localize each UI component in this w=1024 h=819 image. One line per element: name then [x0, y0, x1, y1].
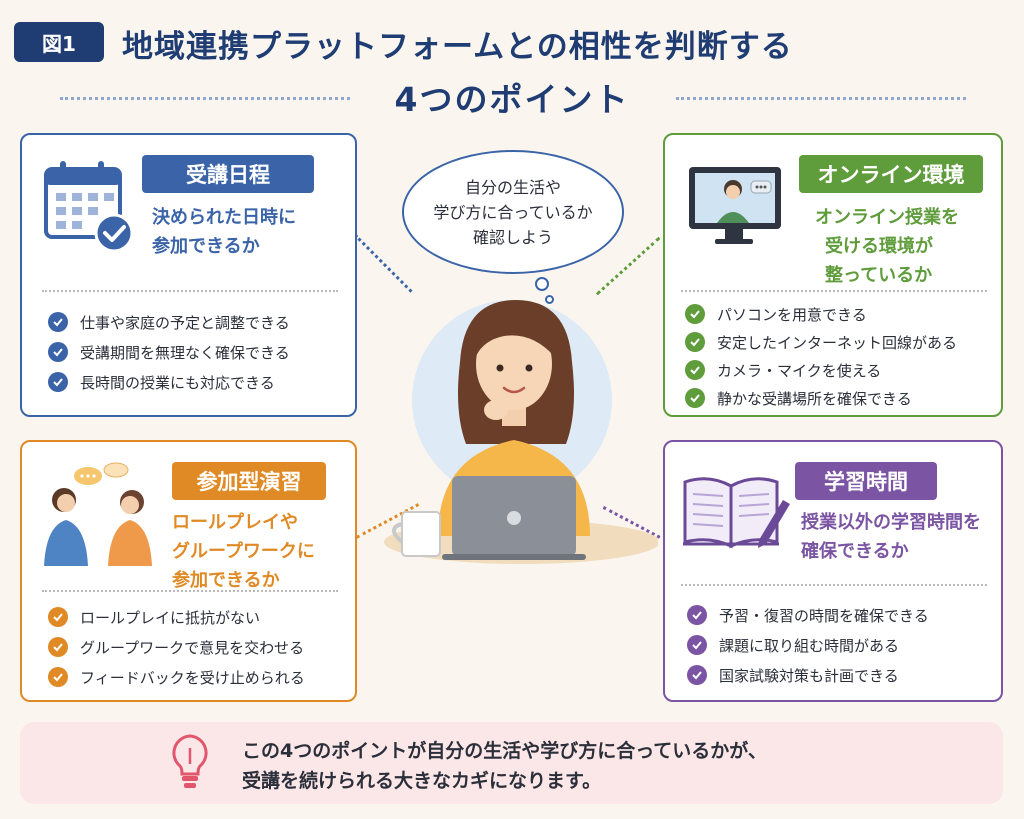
book-pencil-icon: [683, 477, 790, 549]
card-participation: 参加型演習 ロールプレイや グループワークに 参加できるか ロールプレイに抵抗が…: [20, 440, 357, 702]
checklist-study-time: 予習・復習の時間を確保できる 課題に取り組む時間がある 国家試験対策も計画できる: [687, 600, 997, 690]
item-text: 国家試験対策も計画できる: [719, 666, 899, 685]
subtitle-line: 参加できるか: [172, 570, 280, 591]
bubble-tail-dot: [545, 295, 554, 304]
subtitle-line: 参加できるか: [152, 236, 260, 257]
list-item: パソコンを用意できる: [685, 300, 1001, 328]
subtitle-line: オンライン授業を: [815, 207, 959, 228]
calendar-icon: [44, 161, 134, 253]
list-item: 課題に取り組む時間がある: [687, 630, 997, 660]
tag-participation: 参加型演習: [172, 462, 326, 500]
list-item: 仕事や家庭の予定と調整できる: [48, 307, 348, 337]
check-icon: [48, 312, 68, 332]
summary-line-1: この4つのポイントが自分の生活や学び方に合っているかが、: [242, 740, 767, 762]
list-item: 長時間の授業にも対応できる: [48, 367, 348, 397]
check-icon: [685, 360, 705, 380]
divider: [681, 290, 987, 292]
check-icon: [685, 304, 705, 324]
woman-laptop-illustration: [384, 300, 658, 564]
bubble-line: 学び方に合っているか: [433, 202, 593, 222]
card-study-time: 学習時間 授業以外の学習時間を 確保できるか 予習・復習の時間を確保できる 課題…: [663, 440, 1003, 702]
figure-badge: 図1: [14, 22, 104, 62]
subtitle-line: 整っているか: [825, 265, 933, 286]
item-text: グループワークで意見を交わせる: [80, 638, 305, 657]
item-text: 受講期間を無理なく確保できる: [80, 343, 290, 362]
page-subtitle: 4つのポイント: [394, 80, 630, 119]
subtitle-online: オンライン授業を 受ける環境が 整っているか: [815, 203, 995, 290]
item-text: カメラ・マイクを使える: [717, 361, 882, 380]
subtitle-line: 確保できるか: [801, 541, 909, 562]
list-item: 受講期間を無理なく確保できる: [48, 337, 348, 367]
list-item: フィードバックを受け止められる: [48, 662, 348, 692]
check-icon: [48, 342, 68, 362]
item-text: 長時間の授業にも対応できる: [80, 373, 275, 392]
check-icon: [687, 665, 707, 685]
divider: [681, 584, 987, 586]
check-icon: [48, 607, 68, 627]
list-item: ロールプレイに抵抗がない: [48, 602, 348, 632]
checklist-schedule: 仕事や家庭の予定と調整できる 受講期間を無理なく確保できる 長時間の授業にも対応…: [48, 307, 348, 397]
subtitle-line: グループワークに: [172, 541, 315, 562]
subtitle-study-time: 授業以外の学習時間を 確保できるか: [801, 508, 1001, 566]
list-item: カメラ・マイクを使える: [685, 356, 1001, 384]
check-icon: [48, 372, 68, 392]
connector-schedule: [353, 234, 413, 293]
tag-schedule: 受講日程: [142, 155, 314, 193]
speech-bubble: 自分の生活や 学び方に合っているか 確認しよう: [402, 150, 624, 274]
check-icon: [48, 637, 68, 657]
checklist-participation: ロールプレイに抵抗がない グループワークで意見を交わせる フィードバックを受け止…: [48, 602, 348, 692]
subtitle-participation: ロールプレイや グループワークに 参加できるか: [172, 508, 352, 595]
item-text: フィードバックを受け止められる: [80, 668, 305, 687]
list-item: 安定したインターネット回線がある: [685, 328, 1001, 356]
subtitle-line: 授業以外の学習時間を: [801, 512, 981, 533]
divider: [42, 290, 338, 292]
bubble-line: 確認しよう: [472, 227, 553, 247]
list-item: 予習・復習の時間を確保できる: [687, 600, 997, 630]
title-divider-right: [676, 97, 966, 100]
check-icon: [687, 635, 707, 655]
card-online: オンライン環境 オンライン授業を 受ける環境が 整っているか パソコンを用意でき…: [663, 133, 1003, 417]
item-text: 仕事や家庭の予定と調整できる: [80, 313, 290, 332]
subtitle-line: ロールプレイや: [172, 512, 298, 533]
tag-online: オンライン環境: [799, 155, 983, 193]
bubble-tail-dot: [535, 277, 549, 291]
list-item: 国家試験対策も計画できる: [687, 660, 997, 690]
check-icon: [685, 332, 705, 352]
summary-banner: この4つのポイントが自分の生活や学び方に合っているかが、 受講を続けられる大きな…: [20, 722, 1003, 804]
bubble-line: 自分の生活や: [464, 177, 561, 197]
check-icon: [685, 388, 705, 408]
divider: [42, 590, 338, 592]
lightbulb-icon: [172, 734, 208, 788]
list-item: 静かな受講場所を確保できる: [685, 384, 1001, 412]
item-text: パソコンを用意できる: [717, 305, 867, 324]
item-text: 課題に取り組む時間がある: [719, 636, 900, 655]
item-text: ロールプレイに抵抗がない: [80, 608, 261, 627]
item-text: 予習・復習の時間を確保できる: [719, 606, 929, 625]
subtitle-schedule: 決められた日時に 参加できるか: [152, 203, 352, 261]
subtitle-line: 決められた日時に: [152, 207, 296, 228]
summary-line-2: 受講を続けられる大きなカギになります。: [242, 770, 602, 792]
subtitle-line: 受ける環境が: [825, 236, 933, 257]
checklist-online: パソコンを用意できる 安定したインターネット回線がある カメラ・マイクを使える …: [685, 300, 1001, 412]
monitor-icon: [689, 167, 781, 244]
item-text: 静かな受講場所を確保できる: [717, 389, 912, 408]
check-icon: [687, 605, 707, 625]
list-item: グループワークで意見を交わせる: [48, 632, 348, 662]
card-schedule: 受講日程 決められた日時に 参加できるか 仕事や家庭の予定と調整できる 受講期間…: [20, 133, 357, 417]
discussion-people-icon: [44, 462, 152, 566]
page-title: 地域連携プラットフォームとの相性を判断する: [122, 28, 793, 65]
item-text: 安定したインターネット回線がある: [717, 333, 958, 352]
title-divider-left: [60, 97, 350, 100]
check-icon: [48, 667, 68, 687]
tag-study-time: 学習時間: [795, 462, 937, 500]
